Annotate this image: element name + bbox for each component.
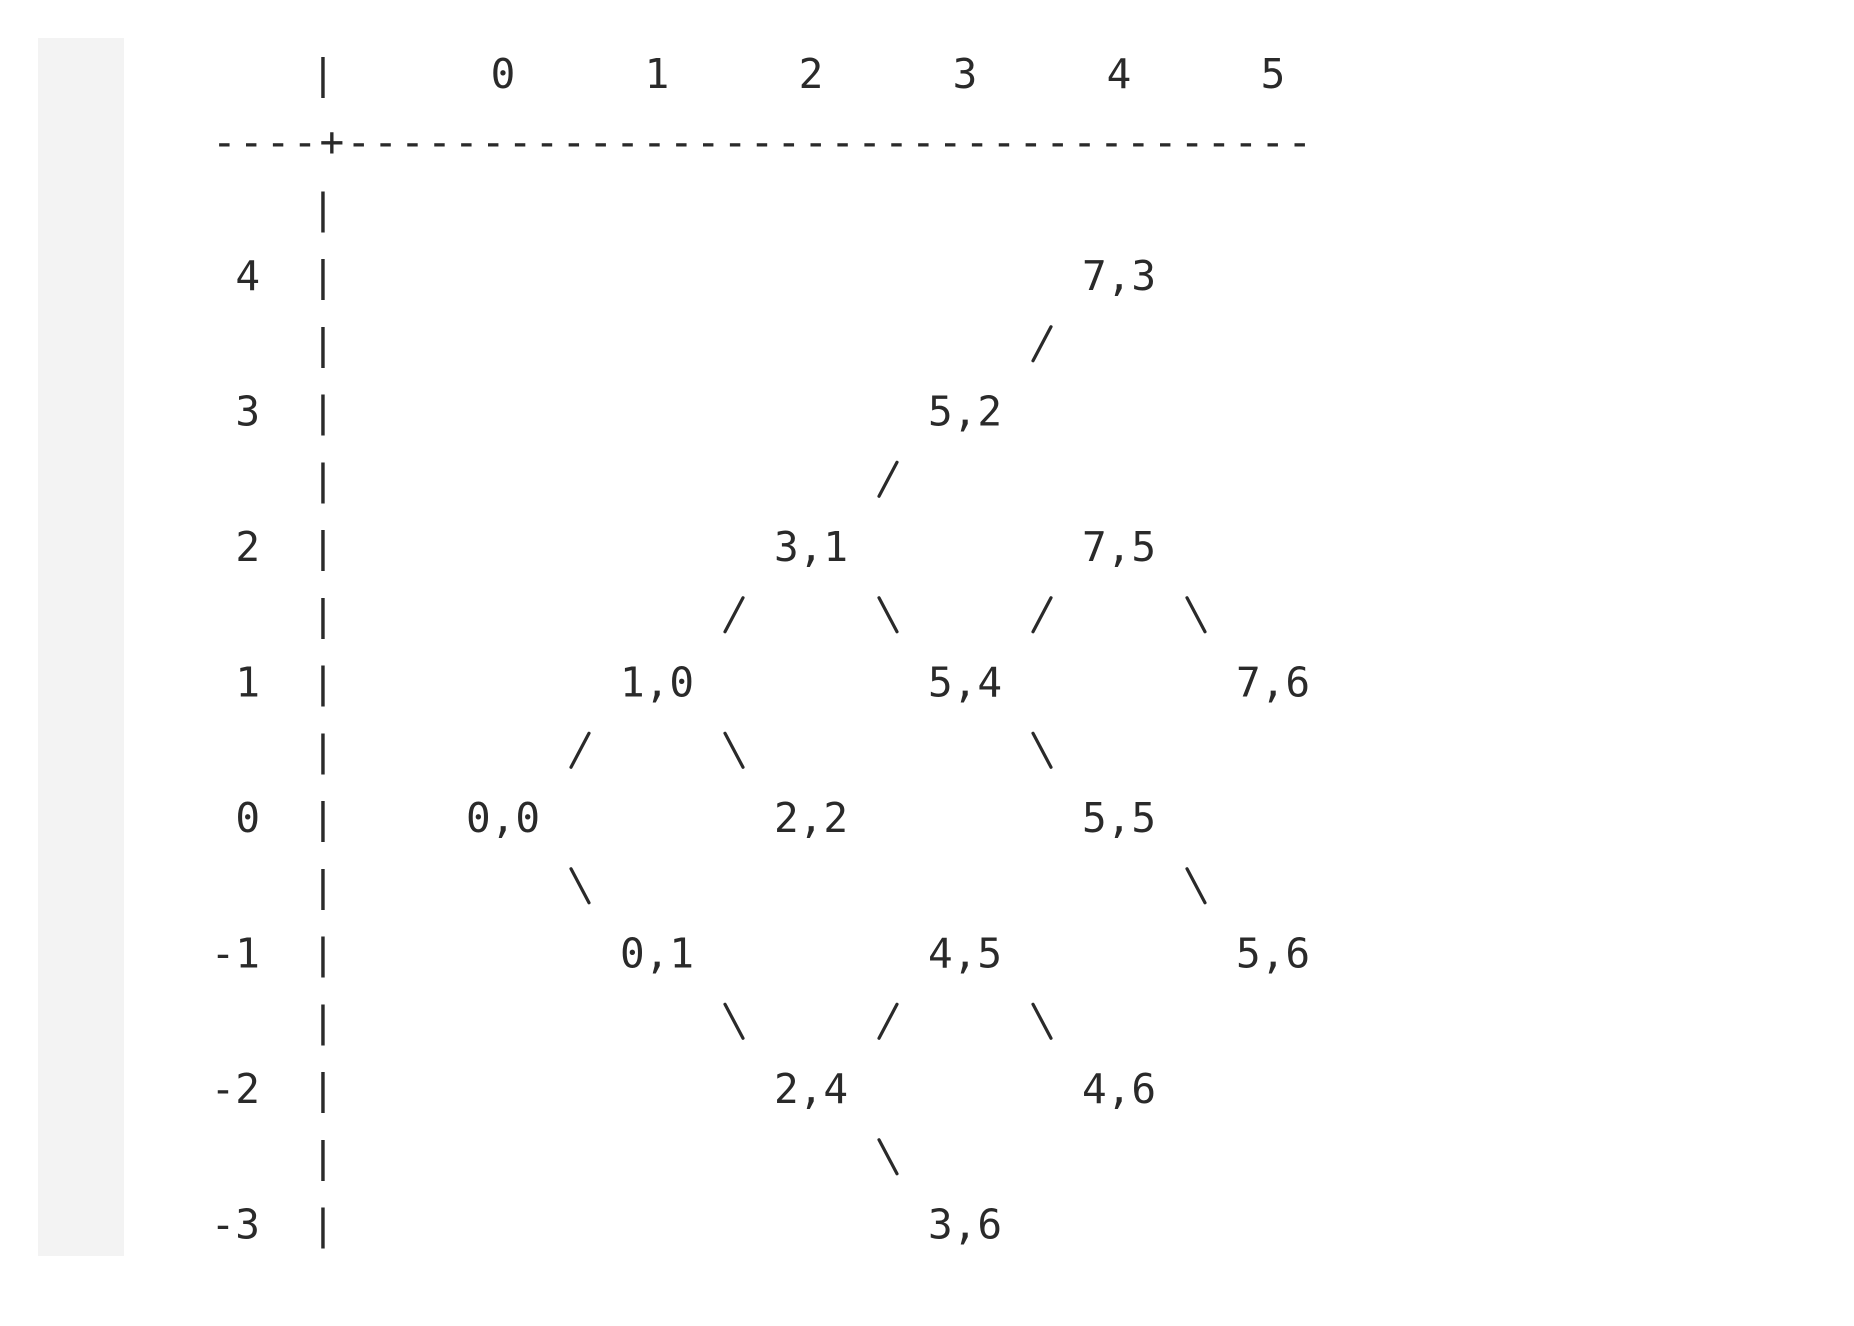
- axis-bar-glyph: |: [311, 1133, 336, 1181]
- edge-backslash: [1031, 1002, 1053, 1040]
- node-label: 3,1: [774, 523, 848, 571]
- axis-bar-glyph: |: [311, 455, 336, 503]
- row-label: 0: [235, 794, 260, 842]
- header-divider: ----+-----------------------------------…: [212, 118, 1312, 166]
- column-label: 4: [1107, 50, 1132, 98]
- edge-slash: [569, 731, 591, 769]
- edge-backslash: [1185, 867, 1207, 905]
- header-separator: |: [311, 50, 336, 98]
- axis-bar-glyph: |: [311, 388, 336, 436]
- node-label: 0,1: [620, 930, 694, 978]
- row-label: 3: [235, 388, 260, 436]
- edge-backslash: [877, 596, 899, 634]
- axis-bar-glyph: |: [311, 523, 336, 571]
- column-label: 2: [799, 50, 824, 98]
- edge-slash: [723, 596, 745, 634]
- edge-backslash: [1185, 596, 1207, 634]
- column-label: 3: [953, 50, 978, 98]
- axis-bar-glyph: |: [311, 794, 336, 842]
- edge-slash: [877, 1002, 899, 1040]
- edge-slash: [877, 460, 899, 498]
- row-label: 1: [235, 659, 260, 707]
- edge-backslash: [569, 867, 591, 905]
- node-label: 0,0: [466, 794, 540, 842]
- column-label: 5: [1261, 50, 1286, 98]
- node-label: 5,2: [928, 388, 1002, 436]
- edge-backslash: [723, 731, 745, 769]
- axis-bar-glyph: |: [311, 659, 336, 707]
- axis-bar-glyph: |: [311, 184, 336, 232]
- edge-backslash: [1031, 731, 1053, 769]
- edge-slash: [1031, 596, 1053, 634]
- line-number-gutter: [38, 38, 124, 1256]
- node-label: 1,0: [620, 659, 694, 707]
- row-label: -3: [211, 1201, 260, 1249]
- node-label: 2,4: [774, 1065, 848, 1113]
- node-label: 4,5: [928, 930, 1002, 978]
- row-label: 4: [235, 252, 260, 300]
- node-label: 4,6: [1082, 1065, 1156, 1113]
- row-label: -2: [211, 1065, 260, 1113]
- node-label: 5,5: [1082, 794, 1156, 842]
- axis-bar-glyph: |: [311, 726, 336, 774]
- axis-bar-glyph: |: [311, 320, 336, 368]
- axis-bar-glyph: |: [311, 997, 336, 1045]
- column-label: 0: [491, 50, 516, 98]
- node-label: 3,6: [928, 1201, 1002, 1249]
- node-label: 2,2: [774, 794, 848, 842]
- node-label: 5,6: [1236, 930, 1310, 978]
- node-label: 7,6: [1236, 659, 1310, 707]
- axis-bar-glyph: |: [311, 252, 336, 300]
- edge-backslash: [723, 1002, 745, 1040]
- node-label: 5,4: [928, 659, 1002, 707]
- edge-backslash: [877, 1138, 899, 1176]
- axis-bar-glyph: |: [311, 862, 336, 910]
- node-label: 7,5: [1082, 523, 1156, 571]
- axis-bar-glyph: |: [311, 1065, 336, 1113]
- axis-bar-glyph: |: [311, 591, 336, 639]
- column-label: 1: [645, 50, 670, 98]
- axis-bar-glyph: |: [311, 1201, 336, 1249]
- edge-slash: [1031, 325, 1053, 363]
- axis-bar-glyph: |: [311, 930, 336, 978]
- node-label: 7,3: [1082, 252, 1156, 300]
- row-label: -1: [211, 930, 260, 978]
- row-label: 2: [235, 523, 260, 571]
